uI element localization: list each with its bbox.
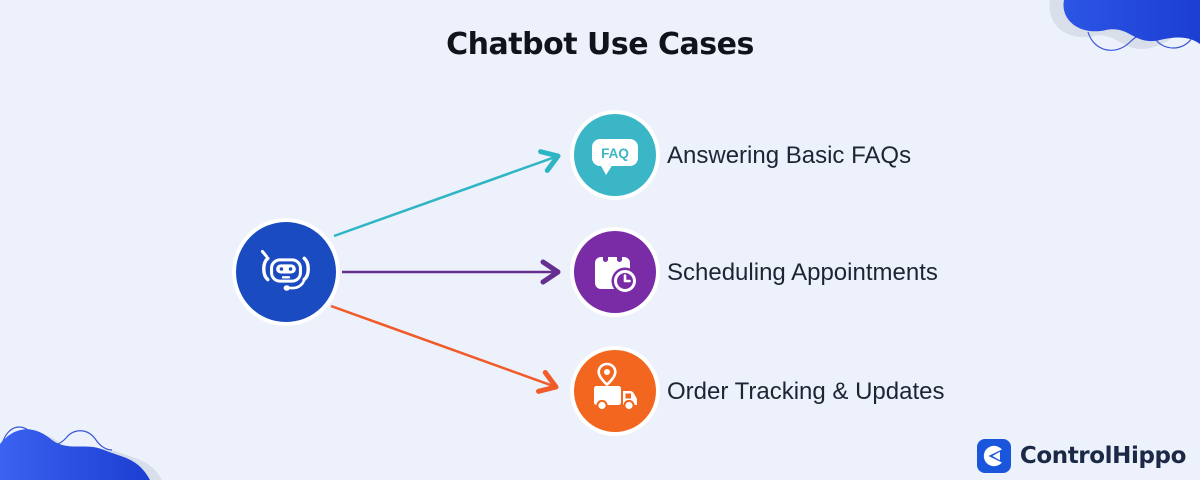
use-case-circle-faq: FAQ xyxy=(574,114,656,196)
calendar-clock-icon xyxy=(595,252,639,295)
page-title: Chatbot Use Cases xyxy=(446,27,754,62)
chatbot-robot-icon xyxy=(260,249,310,291)
arrow-to-order-tracking xyxy=(330,304,559,394)
faq-speech-bubble-icon: FAQ xyxy=(592,139,638,175)
use-case-circle-scheduling xyxy=(574,231,656,313)
use-case-label-faq: Answering Basic FAQs xyxy=(667,142,912,169)
controlhippo-brand: ControlHippo xyxy=(976,439,1187,473)
chatbot-hub-circle xyxy=(236,222,336,322)
delivery-truck-pin-icon xyxy=(594,362,637,412)
arrow-to-faq xyxy=(333,149,561,238)
use-case-circle-order-tracking xyxy=(574,350,656,432)
use-case-label-scheduling: Scheduling Appointments xyxy=(667,259,938,286)
faq-badge-text: FAQ xyxy=(601,146,629,161)
controlhippo-logo-icon xyxy=(976,439,1011,473)
decorative-blob-bottom-left xyxy=(0,426,162,480)
controlhippo-brand-text: ControlHippo xyxy=(1019,443,1187,469)
use-case-label-order-tracking: Order Tracking & Updates xyxy=(667,378,945,405)
